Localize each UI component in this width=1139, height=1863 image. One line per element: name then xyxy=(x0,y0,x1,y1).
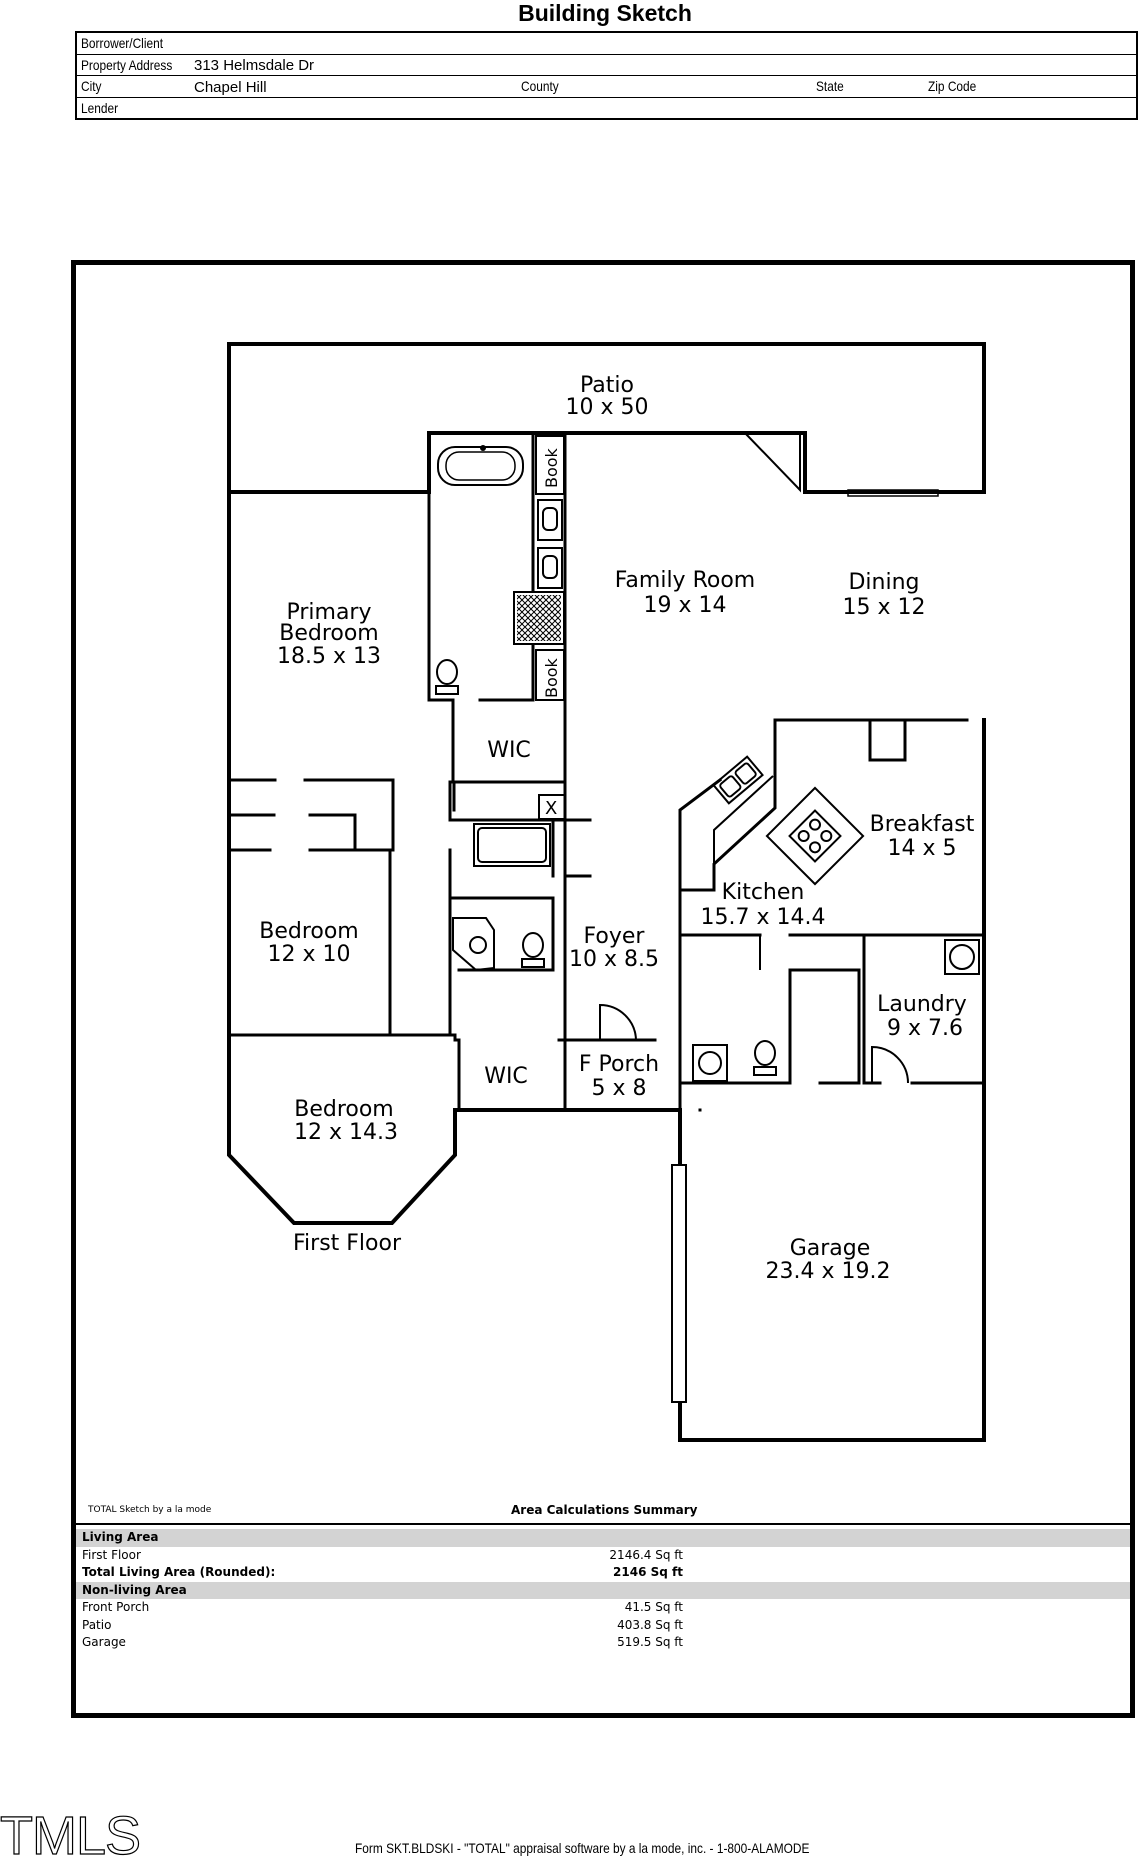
closet-x-box xyxy=(538,794,566,820)
family-name: Family Room xyxy=(615,568,755,593)
primary-dims: 18.5 x 13 xyxy=(277,644,381,669)
address-label: Property Address xyxy=(81,57,173,73)
wic2-name: WIC xyxy=(484,1064,528,1089)
kitchen-name: Kitchen xyxy=(722,880,805,905)
bedroom2-name: Bedroom xyxy=(294,1097,394,1122)
tmls-logo: TMLS xyxy=(0,1810,142,1860)
laundry-dims: 9 x 7.6 xyxy=(887,1016,963,1041)
svg-text:TMLS: TMLS xyxy=(0,1810,140,1860)
kitchen-sink-icon xyxy=(712,755,764,805)
primary-name1: Primary xyxy=(286,600,371,625)
x-label: X xyxy=(545,798,557,819)
bathtub-lower-icon xyxy=(473,823,551,867)
book-label-bottom: Book xyxy=(542,657,561,698)
sketch-credit: TOTAL Sketch by a la mode xyxy=(88,1505,212,1515)
cooktop-island-icon xyxy=(765,786,865,886)
lender-label: Lender xyxy=(81,100,119,116)
sketch-frame xyxy=(71,260,1135,1718)
dining-name: Dining xyxy=(848,570,919,595)
header-table: Borrower/Client Property Address 313 Hel… xyxy=(75,31,1138,120)
bathtub-icon xyxy=(437,445,524,486)
footer-text: Form SKT.BLDSKI - "TOTAL" appraisal soft… xyxy=(355,1840,810,1856)
book-label-top: Book xyxy=(542,447,561,488)
borrower-row: Borrower/Client xyxy=(77,33,1136,55)
laundry-name: Laundry xyxy=(877,992,967,1017)
foyer-dims: 10 x 8.5 xyxy=(569,947,659,972)
borrower-label: Borrower/Client xyxy=(81,35,164,51)
living-area-header: Living Area xyxy=(76,1529,1130,1547)
city-row: City Chapel Hill County State Zip Code xyxy=(77,76,1136,98)
toilet-icon xyxy=(435,659,777,1076)
door-swings xyxy=(599,432,909,1084)
nonliving-area-header: Non-living Area xyxy=(76,1581,1130,1599)
county-label: County xyxy=(521,78,559,94)
powder-sink-icon xyxy=(692,1044,728,1082)
patio-dims: 10 x 50 xyxy=(566,395,649,420)
room-labels: Patio 10 x 50 Family Room 19 x 14 Dining… xyxy=(259,373,974,1284)
floor-name: First Floor xyxy=(293,1231,402,1256)
wic1-name: WIC xyxy=(487,738,531,763)
fporch-dims: 5 x 8 xyxy=(592,1076,647,1101)
vanity-sink-icon xyxy=(537,499,563,589)
garage-dims: 23.4 x 19.2 xyxy=(766,1259,891,1284)
dining-dims: 15 x 12 xyxy=(843,595,926,620)
shower-icon xyxy=(513,591,565,645)
bookshelf-bottom xyxy=(535,649,565,701)
bedroom1-name: Bedroom xyxy=(259,919,359,944)
primary-name2: Bedroom xyxy=(279,621,379,646)
page-title: Building Sketch xyxy=(518,0,692,26)
lender-row: Lender xyxy=(77,98,1136,118)
garage-door xyxy=(671,1164,687,1403)
washer-icon xyxy=(944,939,980,975)
sliding-door xyxy=(847,489,939,497)
state-label: State xyxy=(816,78,844,94)
interior-walls xyxy=(227,431,986,1112)
fporch-name: F Porch xyxy=(579,1052,659,1077)
foyer-name: Foyer xyxy=(584,924,646,949)
calc-row: Total Living Area (Rounded):2146 Sq ft xyxy=(82,1565,683,1579)
family-dims: 19 x 14 xyxy=(644,593,727,618)
address-value: 313 Helmsdale Dr xyxy=(194,57,315,74)
bedroom2-dims: 12 x 14.3 xyxy=(294,1120,398,1145)
patio-name: Patio xyxy=(580,373,634,398)
calc-title: Area Calculations Summary xyxy=(511,1503,698,1517)
zip-label: Zip Code xyxy=(928,78,977,94)
garage-name: Garage xyxy=(790,1236,871,1261)
breakfast-name: Breakfast xyxy=(870,812,975,837)
corner-sink-icon xyxy=(452,917,495,972)
city-value: Chapel Hill xyxy=(194,79,267,96)
city-label: City xyxy=(81,78,102,94)
bookshelf-top xyxy=(535,435,565,495)
address-row: Property Address 313 Helmsdale Dr xyxy=(77,55,1136,76)
kitchen-dims: 15.7 x 14.4 xyxy=(701,905,826,930)
breakfast-dims: 14 x 5 xyxy=(888,836,957,861)
kitchen-counters xyxy=(713,775,774,970)
bedroom1-dims: 12 x 10 xyxy=(268,942,351,967)
